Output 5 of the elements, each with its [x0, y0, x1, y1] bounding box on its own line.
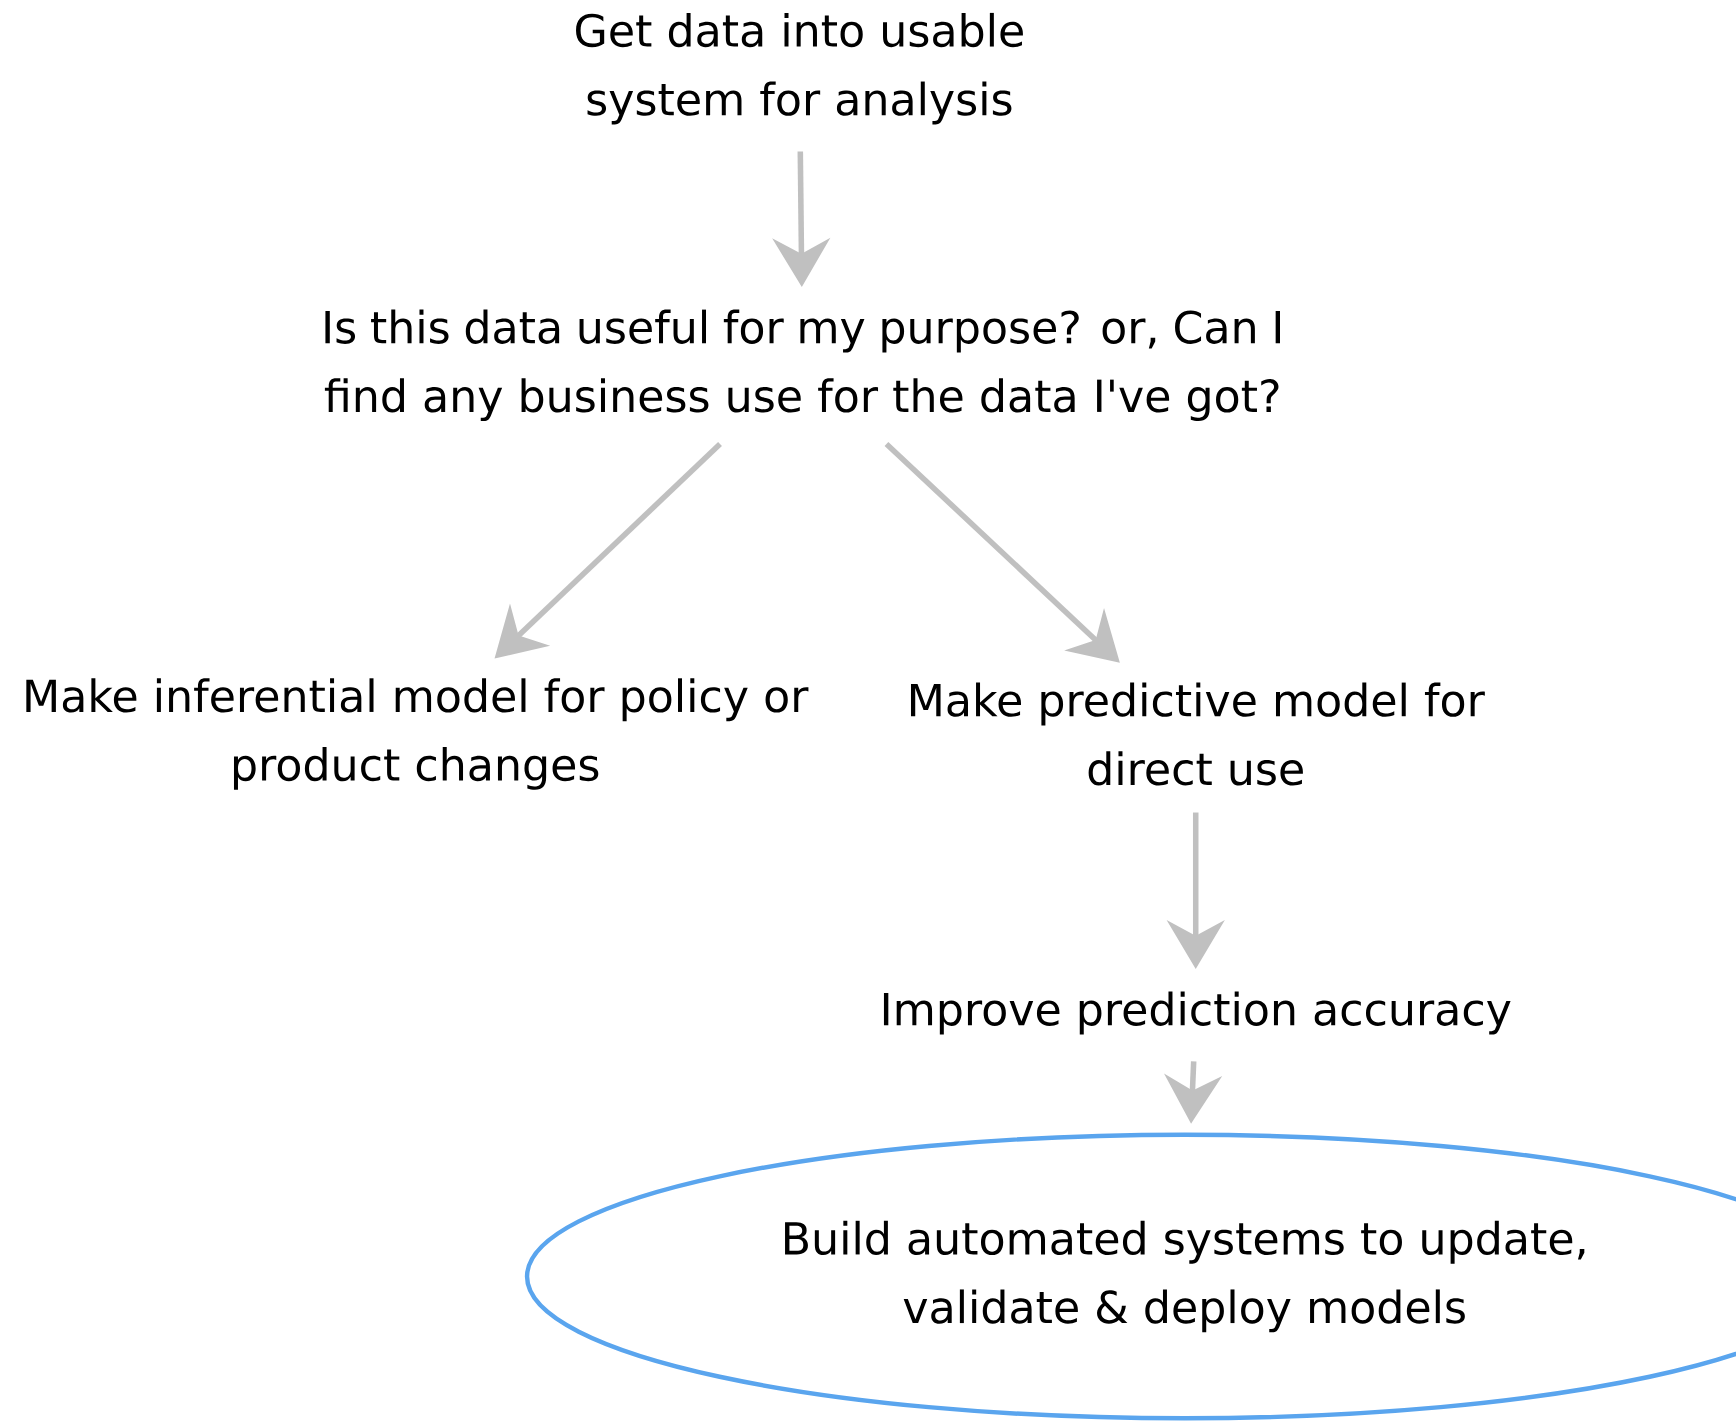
step-text: Is this data useful for my purpose? or, Can I find any business use for the data I've got?	[324, 309, 1281, 422]
step-text: Improve prediction accuracy	[883, 991, 1511, 1035]
step-text: Make predictive model for direct use	[911, 682, 1485, 786]
step-text: Get data into usable system for analysis	[576, 13, 1023, 125]
step-text: Make inferential model for policy or product changes	[26, 678, 809, 790]
